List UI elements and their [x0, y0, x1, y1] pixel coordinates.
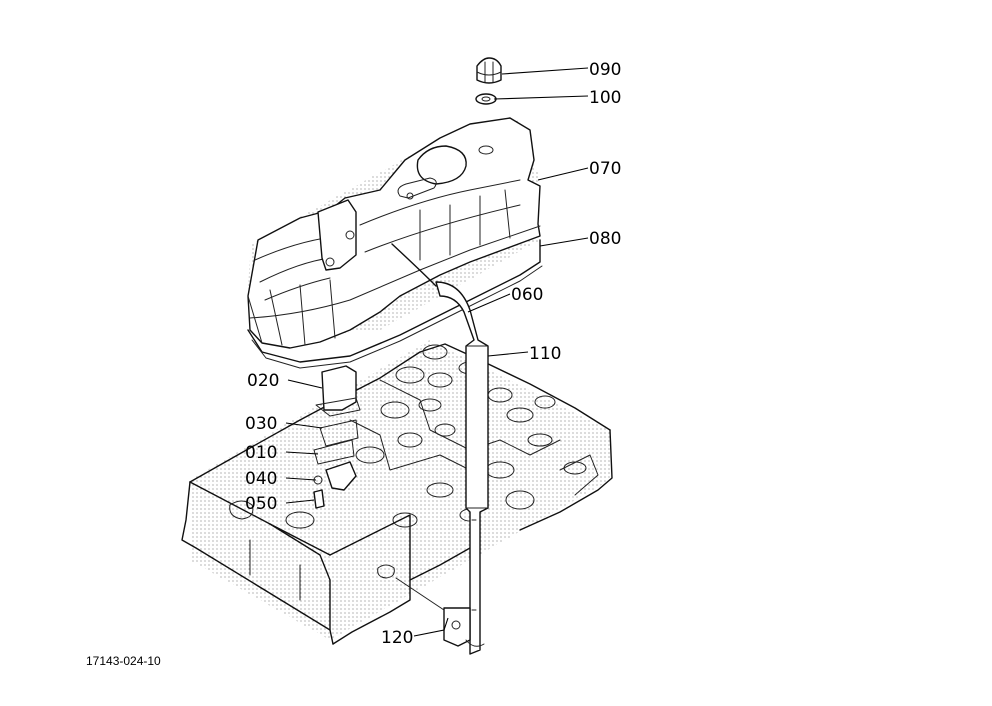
- rocker-cover-drawing: [247, 117, 541, 349]
- callout-110: 110: [529, 344, 561, 364]
- cylinder-head-drawing: [181, 340, 613, 645]
- callout-labels: 090 100 070 080 060 110 020 030 010 040 …: [245, 60, 621, 648]
- leader-090: [501, 67, 589, 75]
- callout-080: 080: [589, 229, 621, 249]
- breather-hose-drawing: [391, 243, 489, 655]
- leader-010: [285, 451, 319, 455]
- callout-040: 040: [245, 469, 277, 489]
- nut-and-washer-drawing: [475, 57, 502, 105]
- callout-090: 090: [589, 60, 621, 80]
- leader-040: [285, 477, 317, 481]
- leader-070: [537, 167, 589, 181]
- callout-070: 070: [589, 159, 621, 179]
- leader-100: [493, 95, 589, 100]
- leader-110: [487, 351, 529, 357]
- leader-120: [413, 617, 449, 637]
- callout-030: 030: [245, 414, 277, 434]
- leader-050: [285, 499, 315, 504]
- leader-060: [467, 293, 511, 313]
- cover-gasket-drawing: [247, 239, 543, 369]
- leader-080: [539, 237, 589, 247]
- leader-020: [287, 379, 323, 389]
- callout-020: 020: [247, 371, 279, 391]
- callout-120: 120: [381, 628, 413, 648]
- callout-100: 100: [589, 88, 621, 108]
- callout-leaders: [285, 67, 589, 637]
- callout-060: 060: [511, 285, 543, 305]
- callout-050: 050: [245, 494, 277, 514]
- leader-030: [285, 422, 323, 429]
- drawing-number: 17143-024-10: [86, 654, 161, 668]
- callout-010: 010: [245, 443, 277, 463]
